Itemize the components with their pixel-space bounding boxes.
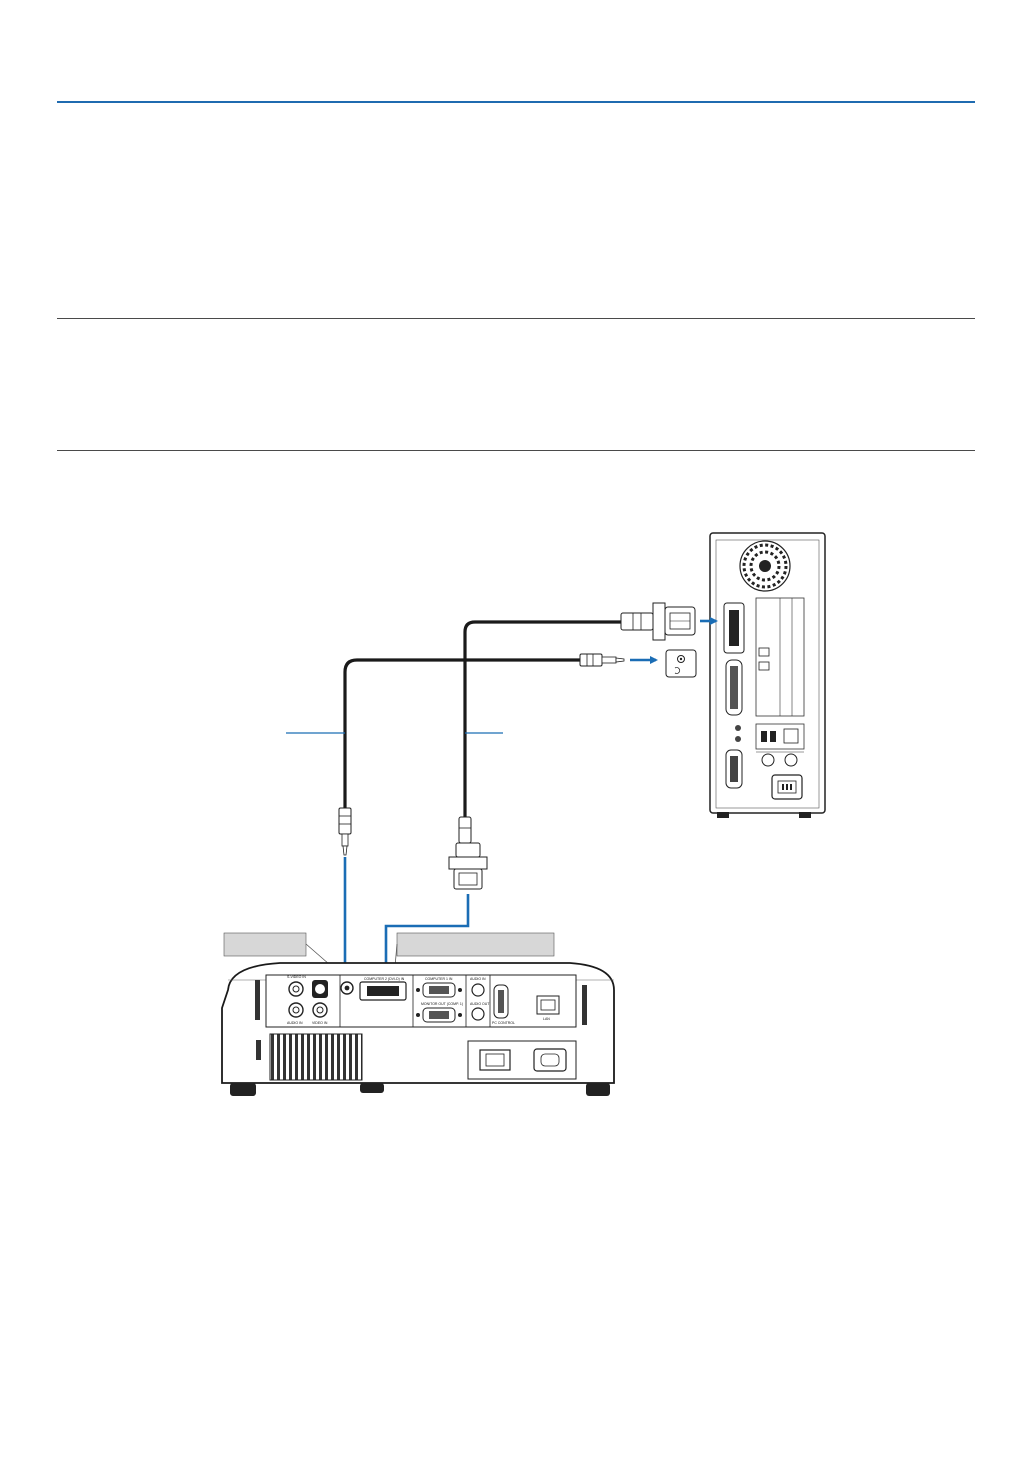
label-dvi-in: COMPUTER 2 (DVI-D) IN xyxy=(364,977,405,981)
audio-out-jack-icon xyxy=(665,649,697,678)
section-rule-2 xyxy=(57,450,975,451)
header-accent-rule xyxy=(57,101,975,103)
label-lan: LAN xyxy=(543,1017,550,1021)
signal-arrows xyxy=(341,617,718,977)
fan-icon xyxy=(739,540,791,592)
label-video-in: VIDEO IN xyxy=(312,1021,328,1025)
label-s-video-in: S-VIDEO IN xyxy=(287,975,306,979)
label-audio-out: AUDIO OUT xyxy=(470,1002,490,1006)
audio-in-callout-box xyxy=(223,932,307,957)
stereo-mini-plug-icon xyxy=(579,653,625,667)
dvi-cable xyxy=(463,620,622,818)
label-computer1-in: COMPUTER 1 IN xyxy=(425,977,453,981)
dvi-in-callout-box xyxy=(396,932,555,957)
arrow-dvi-into-projector xyxy=(382,894,470,977)
label-audio-in-left: AUDIO IN xyxy=(287,1021,303,1025)
projector-rear-icon xyxy=(221,962,615,1096)
dvi-cable-projector-end xyxy=(448,816,488,890)
dvi-cable-icon xyxy=(620,602,696,641)
section-rule-1 xyxy=(57,318,975,319)
label-pc-control: PC CONTROL xyxy=(492,1021,515,1025)
ac-inlet-icon xyxy=(771,774,803,800)
audio-cable xyxy=(343,658,580,808)
label-audio-in-right: AUDIO IN xyxy=(470,977,486,981)
computer-dvi-port xyxy=(723,602,745,654)
computer-tower xyxy=(709,532,826,818)
stereo-mini-plug-projector-end xyxy=(338,807,352,856)
label-monitor-out: MONITOR OUT (COMP. 1) xyxy=(421,1002,464,1006)
